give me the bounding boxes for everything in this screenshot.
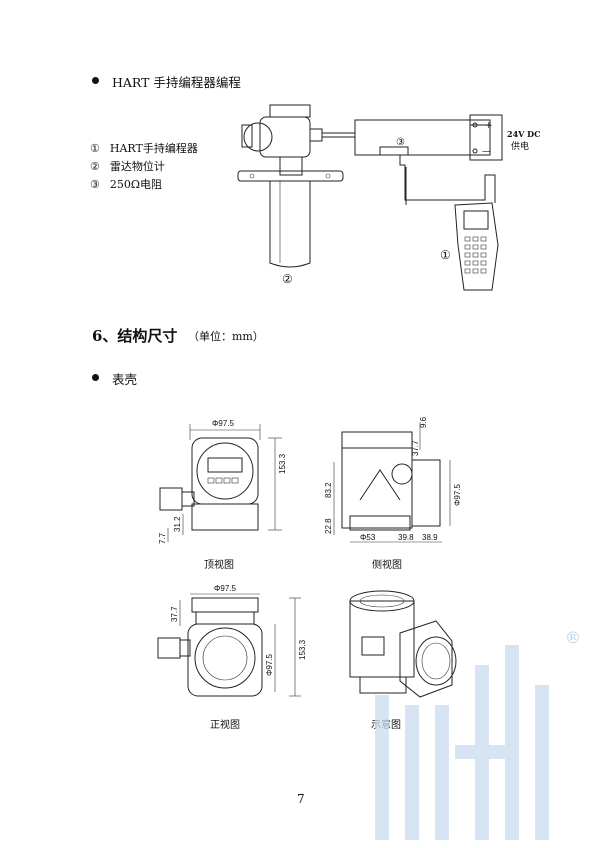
radar-gauge-illustration xyxy=(237,104,344,268)
svg-text:153.3: 153.3 xyxy=(298,639,307,660)
power-label: 24V DC xyxy=(507,129,540,139)
resistor-marker: ③ xyxy=(396,137,405,148)
svg-text:Φ97.5: Φ97.5 xyxy=(212,419,235,428)
svg-text:22.8: 22.8 xyxy=(324,518,333,534)
minus-label: — xyxy=(482,147,491,157)
brand-watermark-logo xyxy=(375,645,549,840)
hart-programmer-illustration xyxy=(454,202,499,291)
svg-text:38.9: 38.9 xyxy=(422,533,438,542)
svg-text:Φ97.5: Φ97.5 xyxy=(453,483,462,506)
side-view-caption: 侧视图 xyxy=(372,560,402,571)
top-view-drawing: Φ97.5 153.3 31.2 7.7 xyxy=(158,419,287,544)
hart-section-title: HART 手持编程器编程 xyxy=(112,75,241,90)
plus-label: + xyxy=(485,121,493,131)
side-view-drawing: 9.6 37.7 83.2 22.8 Φ97.5 Φ53 39.8 38.9 xyxy=(324,416,462,543)
power-label-cn: 供电 xyxy=(511,140,529,152)
svg-text:9.6: 9.6 xyxy=(419,416,428,428)
svg-text:Φ53: Φ53 xyxy=(360,533,376,542)
front-view-drawing: Φ97.5 37.7 Φ97.5 153.3 xyxy=(157,584,307,697)
gauge-marker: ② xyxy=(282,272,293,286)
svg-text:83.2: 83.2 xyxy=(324,482,333,498)
page-number: 7 xyxy=(297,792,305,806)
svg-text:31.2: 31.2 xyxy=(173,516,182,532)
legend-item: ③ 250Ω电阻 xyxy=(90,177,162,192)
svg-text:153.3: 153.3 xyxy=(278,453,287,474)
bullet xyxy=(92,374,99,381)
svg-text:39.8: 39.8 xyxy=(398,533,414,542)
unit-note: （单位：mm） xyxy=(188,330,264,343)
svg-text:37.7: 37.7 xyxy=(170,606,179,622)
svg-text:Φ97.5: Φ97.5 xyxy=(265,653,274,676)
top-view-caption: 顶视图 xyxy=(204,560,234,571)
front-view-caption: 正视图 xyxy=(210,720,240,731)
hart-wiring-diagram: + — 24V DC 供电 ③ ① ② xyxy=(237,104,540,291)
svg-text:37.7: 37.7 xyxy=(411,440,420,456)
dimensions-section-title: 6、结构尺寸 xyxy=(92,327,178,345)
bullet xyxy=(92,77,99,84)
programmer-marker: ① xyxy=(440,248,451,262)
svg-text:Φ97.5: Φ97.5 xyxy=(214,584,237,593)
housing-subtitle: 表壳 xyxy=(112,372,138,387)
legend-item: ② 雷达物位计 xyxy=(90,159,165,174)
svg-text:7.7: 7.7 xyxy=(158,532,167,544)
legend-item: ① HART手持编程器 xyxy=(90,141,198,156)
perspective-view-drawing xyxy=(349,590,457,698)
registered-mark: ® xyxy=(565,628,581,647)
